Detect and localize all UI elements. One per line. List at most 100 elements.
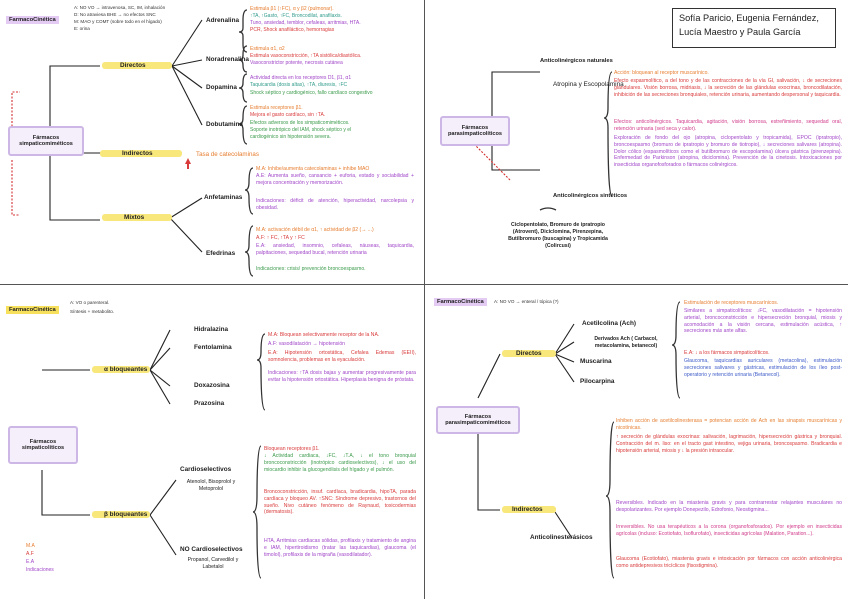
q1-dob-line-2: Mejora el gasto cardíaco, sin ↑TA. [250, 112, 326, 118]
q1-drug-anfetaminas: Anfetaminas [204, 194, 243, 201]
q3-beta: β bloqueantes [104, 511, 148, 518]
q2-text-2: Efecto espasmolítico, a del tono y de la… [614, 78, 842, 98]
horizontal-divider [0, 284, 848, 285]
q3-legend-1: M.A [26, 543, 35, 549]
q1-anf-ea: A.E: Aumenta sueño, cansancio + euforia,… [256, 173, 414, 186]
q3-beta-1: Bloquean receptores β1. [264, 446, 320, 452]
q3-cardiosel: Cardioselectivos [180, 466, 232, 473]
q4-indirectos: Indirectos [512, 506, 543, 513]
q3-alfa-af: A.F: vasodilatación → hipotensión [268, 341, 346, 347]
q2-text-4: Exploración de fondo del ojo (atropina, … [614, 135, 842, 169]
q1-anf-ma: M.A: Inhibe/aumenta catecolaminas + inhi… [256, 166, 370, 172]
q1-efe-ea: E.A: ansiedad, insomnio, cefaleas, náuse… [256, 243, 414, 256]
q4-directos: Directos [516, 350, 542, 357]
q2-text-3: Efectos: anticolinérgicos. Taquicardia, … [614, 119, 842, 132]
q1-drug-adrenalina: Adrenalina [206, 17, 240, 24]
q1-directos-bar [102, 62, 172, 69]
q4-directos-bar [502, 350, 556, 357]
q1-dop-line-1: Actividad directa en los receptores D1, … [250, 75, 352, 81]
q4-dir-3: E.A: ↓ a los fármacos simpaticolíticos. [684, 350, 770, 356]
q4-ind-4: Irreversibles. No usa terapéuticos a la … [616, 524, 842, 537]
q1-dob-line-5: cardiogénico sin hipotensión severa. [250, 134, 331, 140]
q1-header: FarmacoCinética [6, 16, 59, 24]
q1-dob-line-4: Soporte inotrópico del IAM, shock séptic… [250, 127, 352, 133]
q4-indirectos-bar [502, 506, 556, 513]
q4-root-box: Fármacos parasimpaticomiméticos [436, 406, 520, 434]
q4-drug-1: Acetilcolina (Ach) [582, 320, 636, 327]
q1-nor-line-2: Estimula vasoconstricción, ↑TA sistólica… [250, 53, 362, 59]
q3-legend-4: Indicaciones [26, 567, 54, 573]
q3-alfa-ma: M.A: Bloquean selectivamente receptor de… [268, 332, 380, 338]
q3-legend-2: A.F [26, 551, 34, 557]
q4-header: FarmacoCinética [434, 298, 487, 306]
q3-beta-3: Broncoconstricción, insuf. cardíaca, bra… [264, 489, 416, 516]
q4-drug-4: Pilocarpina [580, 378, 615, 385]
q1-dob-line-1: Estimula receptores β1. [250, 105, 303, 111]
q1-indirectos: Indirectos [122, 150, 153, 157]
q4-ind-3: Reversibles. Indicado en la miastenia gr… [616, 500, 842, 513]
q1-directos: Directos [120, 62, 146, 69]
q3-beta-2: ↓ Actividad cardiaca, ↓FC, ↓T.A, ↓ el to… [264, 453, 416, 473]
q3-nocardio: NO Cardioselectivos [180, 546, 243, 553]
q1-mixtos: Mixtos [124, 214, 145, 221]
q3-legend-3: E.A [26, 559, 35, 565]
q3-header-note-2: Síntesis + metabolito. [70, 309, 115, 314]
q4-ind-2: ↑ secreción de glándulas exocrinas: sali… [616, 434, 842, 454]
q3-alfa: α bloqueantes [104, 366, 148, 373]
q4-anticol: Anticolinesterásicos [530, 534, 593, 541]
q3-alfa-drug-4: Prazosina [194, 400, 225, 407]
q2-sinteticos: Ciclopentolato, Bromuro de ipratropio (A… [508, 222, 608, 249]
q3-alfa-drug-3: Doxazosina [194, 382, 230, 389]
q2-atropina: Atropina y Escopolamina [553, 81, 624, 88]
q1-drug-efedrinas: Efedrinas [206, 250, 236, 257]
q4-dir-2: Similares a simpaticolíticos: ↓FC, vasod… [684, 308, 842, 335]
vertical-divider [424, 0, 425, 599]
q3-beta-bar [92, 511, 150, 518]
q2-natural-head: Anticolinérgicos naturales [540, 58, 613, 64]
q4-ind-1: Inhiben acción de acetilcolinesterasa = … [616, 418, 842, 431]
q3-alfa-ea: E.A: Hipotensión ortostática, Cefalea Ed… [268, 350, 416, 363]
q1-drug-dopamina: Dopamina [206, 84, 237, 91]
q2-text-1: Acción: bloquean al receptor muscarínico… [614, 70, 709, 76]
q3-alfa-bar [92, 366, 150, 373]
q1-adr-line-4: PCR, Shock anafiláctico, hemorragias [250, 27, 335, 33]
authors: Sofía Paricio, Eugenia Fernández, Lucía … [679, 13, 819, 37]
q3-alfa-drug-2: Fentolamina [194, 344, 232, 351]
q3-nocardio-sub: Propanol, Carvedilol y Labetalol [187, 557, 239, 570]
q1-efe-af: A.F: ↑ FC, ↑TA y ↑ FC [256, 235, 305, 241]
q1-indirectos-bar [100, 150, 182, 157]
q1-dop-line-2: Taquicardia (dosis altas), ↑TA, diuresis… [250, 82, 348, 88]
q4-header-note: A: NO VO → enteral / tópica (?) [494, 299, 559, 304]
q1-header-note-2: D: No atraviesa BHE → no efectos SNC [74, 12, 156, 17]
q2-sinteticos-head: Anticolinérgicos sintéticos [553, 193, 628, 199]
q3-header: FarmacoCinética [6, 306, 59, 314]
q1-root-box: Fármacos simpaticomiméticos [8, 126, 84, 156]
q4-ind-5: Glaucoma (Ecotiofato), miastenia gravis … [616, 556, 842, 569]
authors-box: Sofía Paricio, Eugenia Fernández, Lucía … [672, 8, 836, 48]
q1-adr-line-3: Tuno, ansiedad, temblor, cefaleas, arrit… [250, 20, 361, 26]
q1-header-note-3: M: MAO y COMT (sobre todo en el hígado) [74, 19, 162, 24]
q4-dir-1: Estimulación de receptores muscarínicos. [684, 300, 779, 306]
q3-cardiosel-sub: Atenolol, Bisoprolol y Metoprolol [186, 479, 236, 492]
q1-nor-line-1: Estimula α1, α2 [250, 46, 285, 52]
q4-drug-3: Muscarina [580, 358, 612, 365]
q3-alfa-ind: Indicaciones: ↑TA dosis bajas y aumentar… [268, 370, 416, 383]
q1-efe-ma: M.A: activación débil de α1, ↑ actividad… [256, 227, 374, 233]
q3-root-box: Fármacos simpaticolíticos [8, 426, 78, 464]
q1-header-note-1: A: NO VO → intravenosa, SC, IM, inhalaci… [74, 5, 166, 10]
q3-beta-4: HTA, Arritmias cardiacas sólidas, profil… [264, 538, 416, 558]
q3-alfa-drug-1: Hidralazina [194, 326, 229, 333]
q2-root-box: Fármacos parasimpaticolíticos [440, 116, 510, 146]
q1-dop-line-3: Shock séptico y cardiogénico, fallo card… [250, 90, 373, 96]
q1-drug-noradrenalina: Noradrenalina [206, 56, 249, 63]
q4-drug-2: Derivados Ach ( Carbacol, metacolamina, … [594, 336, 658, 349]
q1-dob-line-3: Efectos adversos de los simpaticomimétic… [250, 120, 350, 126]
q1-adr-line-2: ↑TA, ↑Gasto, ↑FC, Broncodilat, anafilaxi… [250, 13, 342, 19]
q1-mixtos-bar [102, 214, 172, 221]
q1-header-note-4: E: orina [74, 26, 90, 31]
q1-efe-ind: Indicaciones: crisis/ prevención broncoe… [256, 266, 366, 272]
q1-nor-line-3: Vasoconstrictor potente, necrosis cutáne… [250, 60, 343, 66]
q1-tasa: Tasa de catecolaminas [196, 151, 259, 158]
q3-header-note-1: A: VO o parenteral. [70, 300, 110, 305]
